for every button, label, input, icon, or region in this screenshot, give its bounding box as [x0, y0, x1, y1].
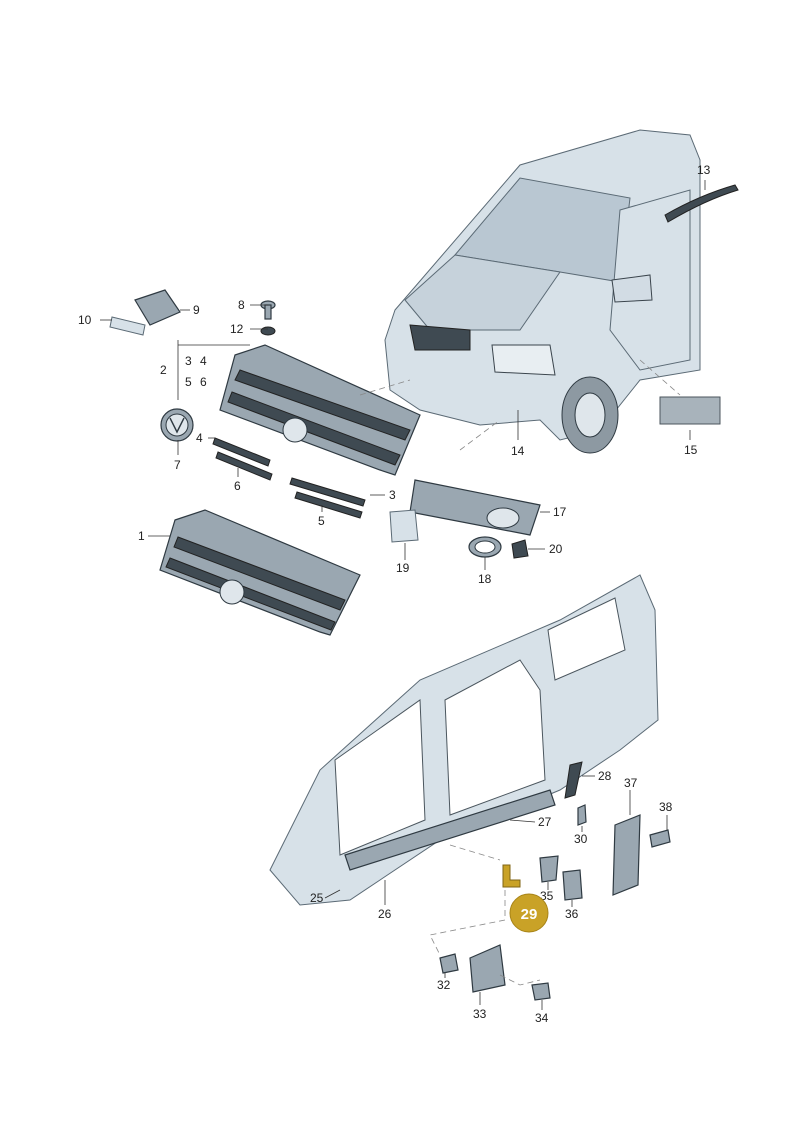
label-30: 30 — [574, 832, 588, 846]
label-32: 32 — [437, 978, 451, 992]
van-illustration — [384, 129, 739, 454]
label-20: 20 — [549, 542, 563, 556]
label-6a: 6 — [200, 375, 207, 389]
label-7: 7 — [174, 458, 181, 472]
upper-grille — [219, 344, 421, 476]
label-6b: 6 — [234, 479, 241, 493]
label-14: 14 — [511, 444, 525, 458]
label-1: 1 — [138, 529, 145, 543]
label-28: 28 — [598, 769, 612, 783]
label-8: 8 — [238, 298, 245, 312]
label-2: 2 — [160, 363, 167, 377]
label-3a: 3 — [185, 354, 192, 368]
label-26: 26 — [378, 907, 392, 921]
grille-strips — [212, 437, 366, 519]
label-9: 9 — [193, 303, 200, 317]
label-10: 10 — [78, 313, 92, 327]
label-33: 33 — [473, 1007, 487, 1021]
label-4b: 4 — [196, 431, 203, 445]
callout-29-number: 29 — [521, 906, 538, 923]
bumper-parts — [389, 479, 541, 559]
label-5b: 5 — [318, 514, 325, 528]
label-27: 27 — [538, 815, 552, 829]
vw-emblem — [160, 408, 194, 442]
label-3b: 3 — [389, 488, 396, 502]
label-35: 35 — [540, 889, 554, 903]
label-25: 25 — [310, 891, 324, 905]
small-parts — [439, 761, 671, 1001]
grille-bracket — [109, 289, 181, 336]
part-labels: 10 9 8 12 2 3 4 5 6 13 14 15 7 4 6 5 3 1… — [78, 163, 711, 1025]
label-18: 18 — [478, 572, 492, 586]
label-4a: 4 — [200, 354, 207, 368]
label-12: 12 — [230, 322, 244, 336]
label-36: 36 — [565, 907, 579, 921]
label-37: 37 — [624, 776, 638, 790]
label-19: 19 — [396, 561, 410, 575]
leader-lines — [100, 180, 706, 1010]
label-5a: 5 — [185, 375, 192, 389]
label-15: 15 — [684, 443, 698, 457]
label-17: 17 — [553, 505, 567, 519]
lower-grille — [159, 509, 361, 636]
side-body-panel — [269, 574, 659, 906]
label-38: 38 — [659, 800, 673, 814]
label-13: 13 — [697, 163, 711, 177]
screw-8 — [260, 300, 276, 336]
callout-29: 29 — [509, 893, 549, 933]
label-34: 34 — [535, 1011, 549, 1025]
